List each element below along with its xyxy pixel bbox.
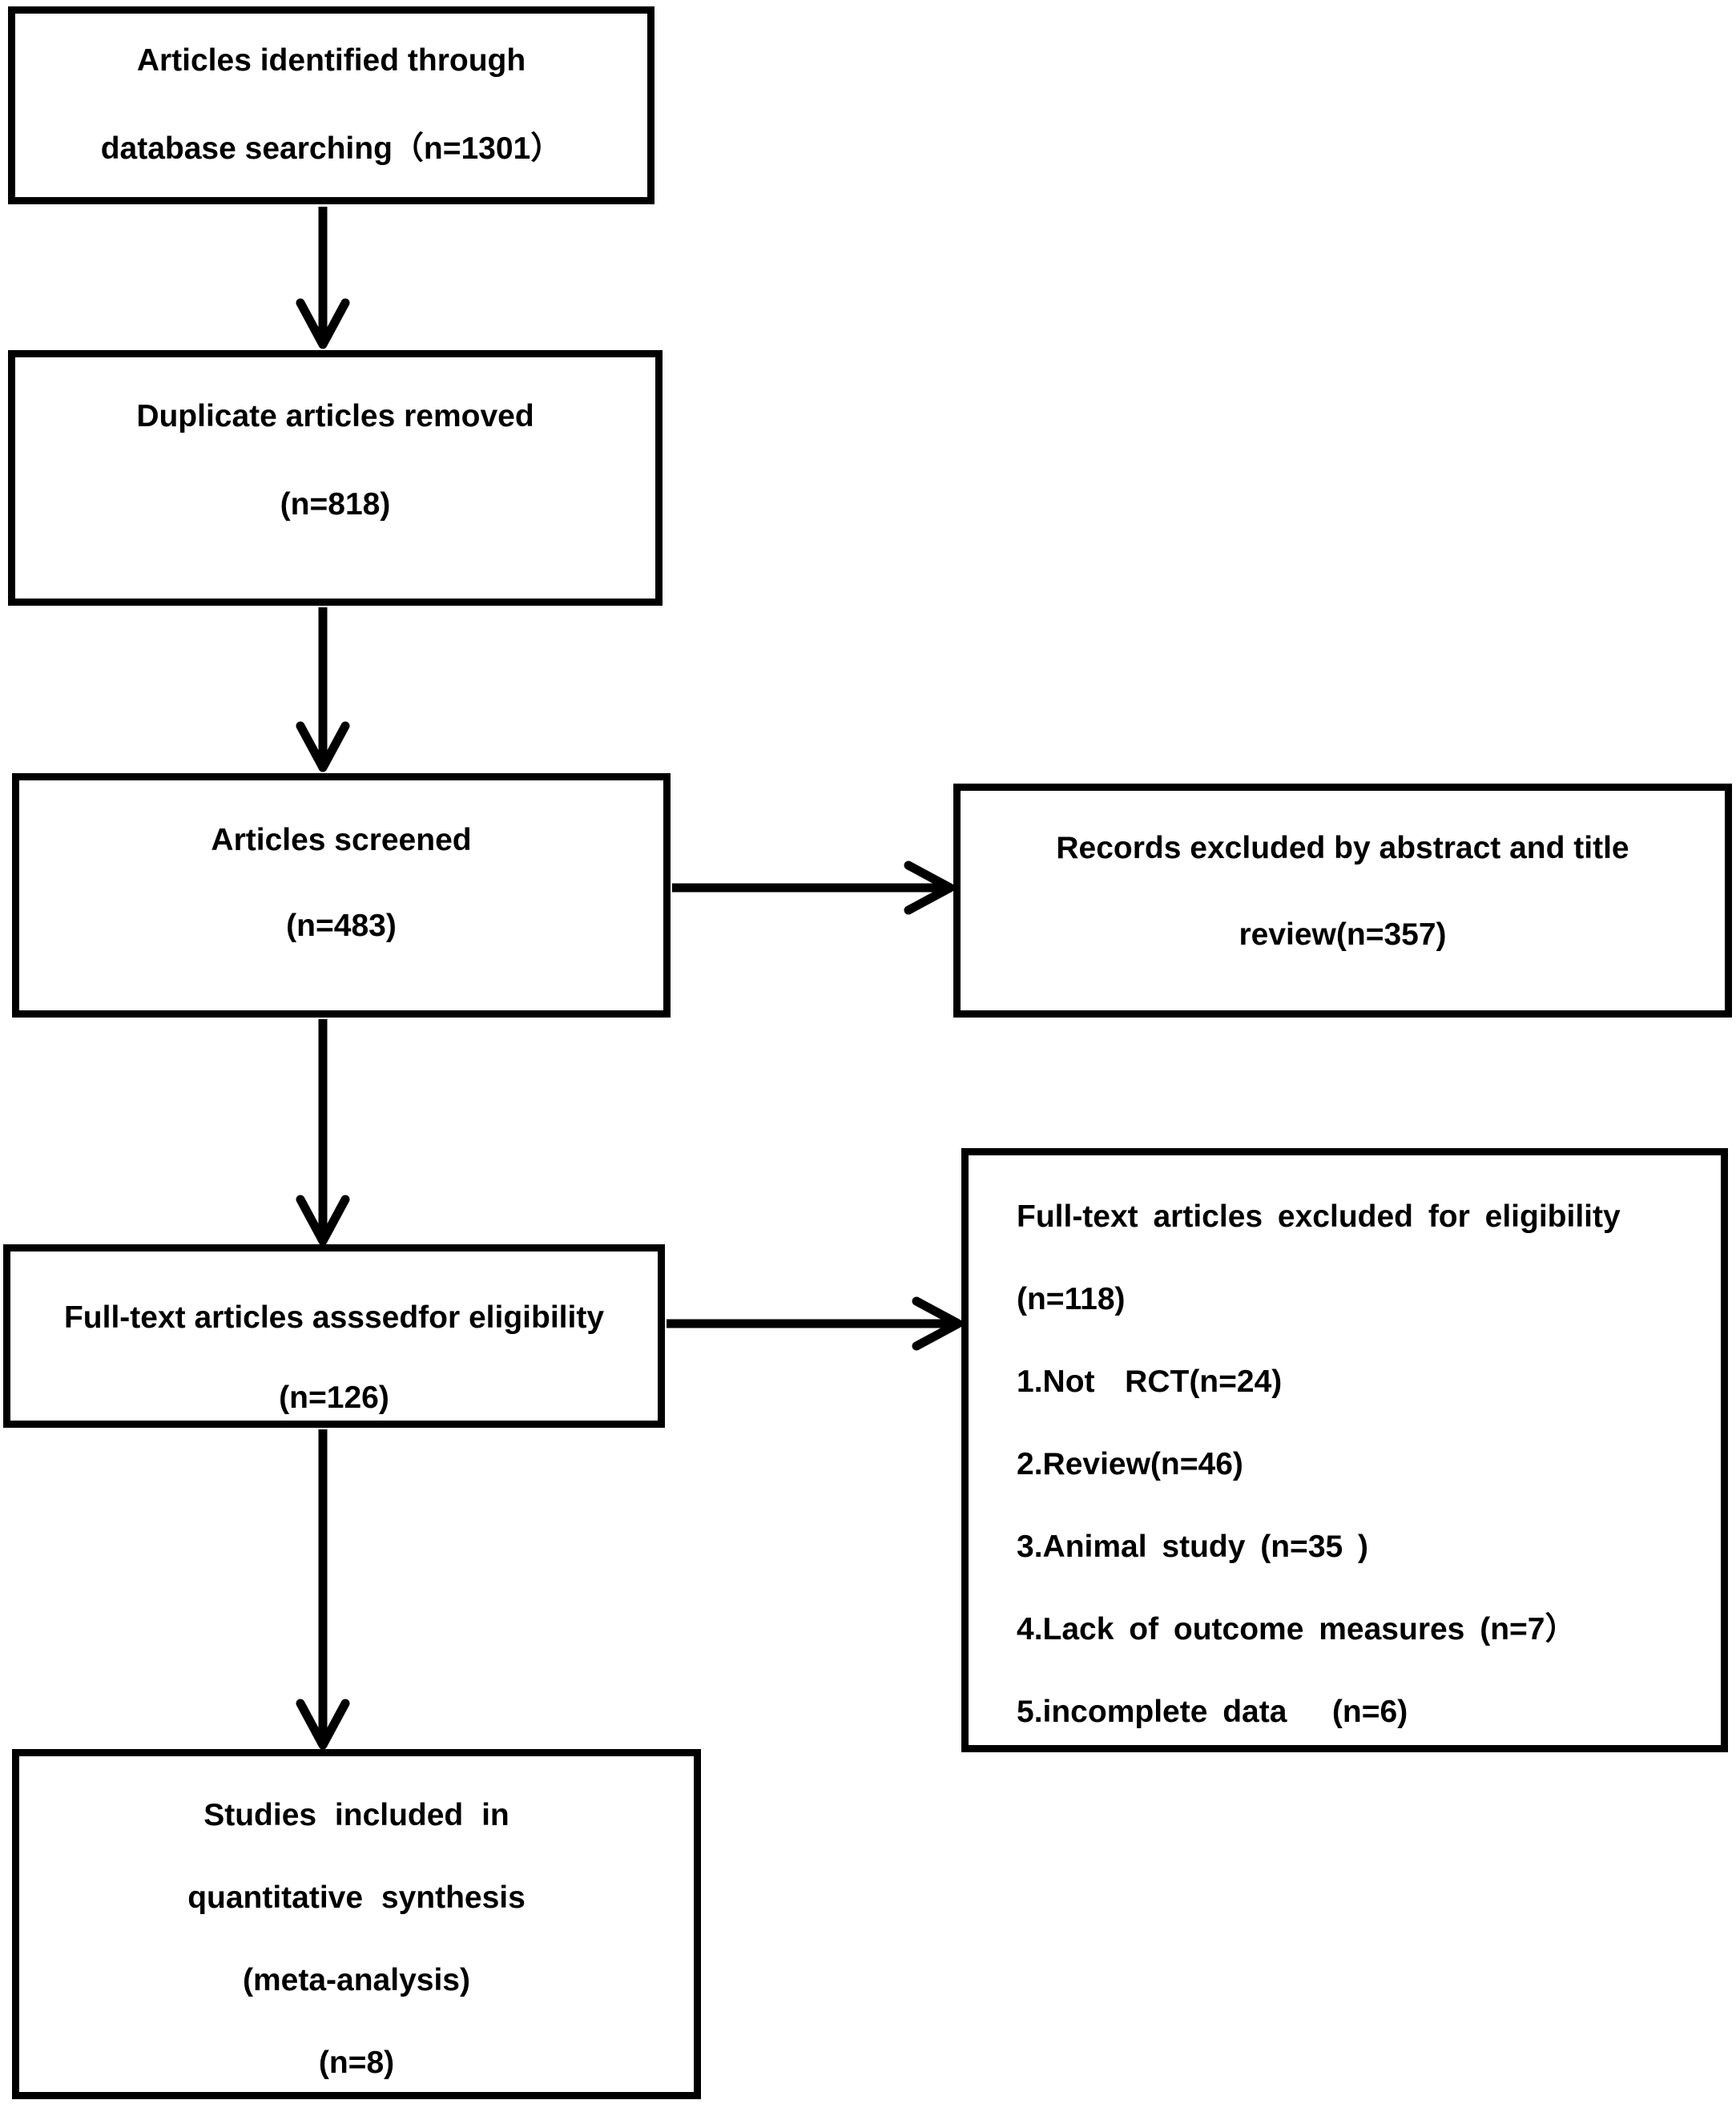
arrow-right-icon-screened-to-excluded	[672, 861, 955, 915]
box-articles-identified: Articles identified through database sea…	[8, 6, 655, 204]
box-studies-included: Studies included in quantitative synthes…	[12, 1749, 701, 2099]
box-text-line: Articles screened	[211, 823, 472, 857]
arrow-down-icon-identified-to-duplicates	[296, 207, 350, 349]
box-text-line: (meta-analysis)	[243, 1963, 470, 1997]
box-text-line: review(n=357)	[1239, 917, 1447, 952]
box-text-line: 3.Animal study (n=35 )	[1017, 1530, 1369, 1564]
box-fulltext-excluded: Full-text articles excluded for eligibil…	[961, 1148, 1728, 1752]
box-text-line: Records excluded by abstract and title	[1056, 831, 1629, 865]
box-articles-screened: Articles screened (n=483)	[12, 773, 671, 1018]
box-text-line: Articles identified through	[136, 43, 526, 78]
box-text-line: database searching（n=1301）	[100, 131, 562, 166]
box-fulltext-assessed: Full-text articles asssedfor eligibility…	[3, 1244, 665, 1428]
box-text-line: Studies included in	[203, 1798, 510, 1832]
box-text-line: (n=818)	[280, 487, 391, 522]
box-duplicates-removed: Duplicate articles removed (n=818)	[8, 350, 663, 606]
arrow-down-icon-duplicates-to-screened	[296, 607, 350, 772]
box-text-line: 2.Review(n=46)	[1017, 1447, 1243, 1481]
box-text-line: Duplicate articles removed	[136, 399, 534, 433]
box-text-line: (n=483)	[286, 909, 397, 943]
box-text-line: 1.Not RCT(n=24)	[1017, 1364, 1283, 1399]
box-text-line: (n=118)	[1017, 1282, 1126, 1316]
box-text-line: Full-text articles excluded for eligibil…	[1017, 1199, 1621, 1234]
box-text-line: (n=8)	[318, 2046, 395, 2080]
box-records-excluded: Records excluded by abstract and title r…	[953, 784, 1732, 1018]
box-text-line: 4.Lack of outcome measures (n=7）	[1017, 1612, 1577, 1647]
box-text-line: Full-text articles asssedfor eligibility	[63, 1300, 605, 1335]
arrow-right-icon-fulltext-to-excluded	[667, 1296, 963, 1351]
arrow-down-icon-screened-to-fulltext	[296, 1019, 350, 1246]
box-text-line: 5.incomplete data (n=6)	[1017, 1695, 1408, 1729]
box-text-line: quantitative synthesis	[187, 1880, 526, 1915]
box-text-line: (n=126)	[279, 1380, 389, 1415]
arrow-down-icon-fulltext-to-included	[296, 1429, 350, 1750]
